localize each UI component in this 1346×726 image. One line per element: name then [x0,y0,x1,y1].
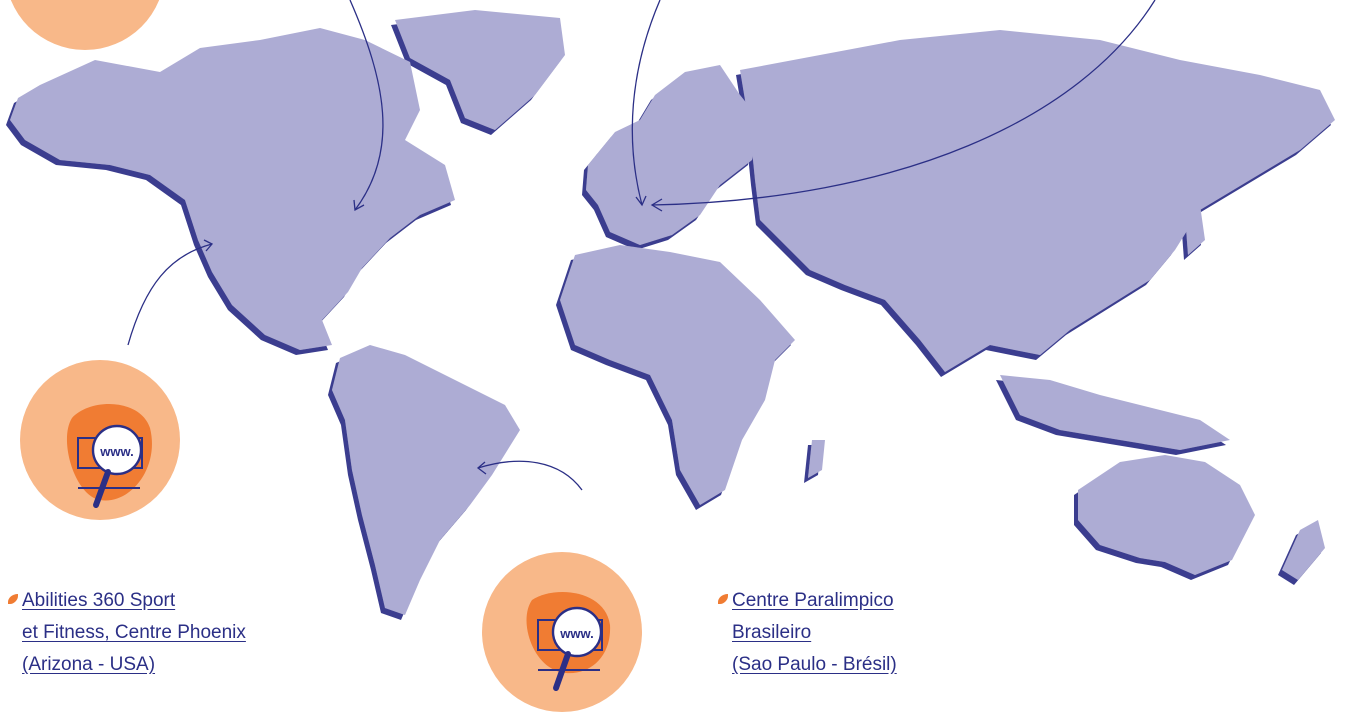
arrow-to-phoenix [127,243,213,346]
website-badges: www. www. [10,0,642,712]
arrow-head-europe-north [635,195,647,207]
arrow-to-sao-paulo [477,460,583,491]
badge-sao-paulo[interactable]: www. [482,552,642,712]
continents [10,10,1335,615]
link-line[interactable]: Brasileiro [732,622,812,643]
link-line[interactable]: Centre Paralimpico [732,590,894,611]
north-america [10,28,455,350]
website-search-icon: www. [537,606,603,691]
arrow-head-europe-east [650,198,663,212]
asia [740,30,1335,372]
bullet-icon [8,594,18,604]
connector-arrows [127,0,1156,491]
link-line[interactable]: et Fitness, Centre Phoenix [22,622,246,643]
arrow-to-europe-north [631,0,661,206]
location-link-sao-paulo[interactable]: Centre Paralimpico Brasileiro (Sao Paulo… [732,585,897,681]
arrow-head-north-america [353,199,365,212]
badge-phoenix[interactable]: www. [20,360,180,520]
badge-circle-top [10,0,160,50]
arrow-to-europe-east [651,0,1156,206]
arrow-head-phoenix [203,239,214,252]
japan [1185,205,1205,255]
svg-text:www.: www. [559,626,593,641]
link-line[interactable]: Abilities 360 Sport [22,590,176,611]
britain [596,142,620,190]
arrow-head-sao-paulo [476,461,487,475]
callout-phoenix: Abilities 360 Sport et Fitness, Centre P… [8,585,246,681]
link-line[interactable]: (Sao Paulo - Brésil) [732,654,897,675]
southeast-asia-islands [1000,375,1230,450]
australia [1078,455,1255,575]
africa [560,245,795,505]
madagascar [808,440,825,478]
south-america [332,345,520,615]
website-search-icon: www. [77,424,143,508]
location-link-phoenix[interactable]: Abilities 360 Sport et Fitness, Centre P… [22,585,246,681]
europe [586,65,760,245]
arrow-to-north-america [349,0,384,211]
svg-text:www.: www. [99,444,133,459]
greenland [395,10,565,130]
link-line[interactable]: (Arizona - USA) [22,654,156,675]
callout-sao-paulo: Centre Paralimpico Brasileiro (Sao Paulo… [718,585,897,681]
new-zealand [1282,520,1325,580]
bullet-icon [718,594,728,604]
